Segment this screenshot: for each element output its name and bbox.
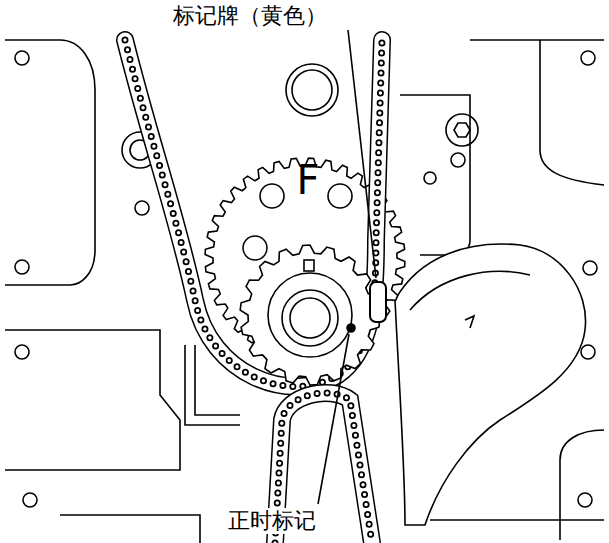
tensioner-arm [395, 244, 586, 525]
gear-hole [243, 236, 267, 260]
hex-bolt [454, 123, 470, 137]
hub [268, 273, 352, 357]
pulley [292, 70, 332, 110]
bolt-hole [578, 493, 592, 507]
bolt-hole [23, 493, 37, 507]
chain-link [125, 40, 382, 386]
bolt-hole [581, 345, 595, 359]
bolt-hole [424, 172, 436, 184]
housing-outline [400, 95, 470, 255]
bolt-hole [451, 153, 465, 167]
housing-outline [60, 515, 200, 543]
chain-link [125, 40, 382, 386]
callout-label: 正时标记 [225, 508, 319, 534]
timing-dot [347, 324, 355, 332]
pulley [286, 64, 338, 116]
bolt-hole [581, 51, 595, 65]
hub [290, 298, 330, 338]
gear-hole [328, 184, 352, 208]
housing-outline [5, 40, 95, 285]
crank-sprocket [240, 245, 380, 385]
tensioner-arm [410, 271, 530, 310]
bolt-hole [15, 51, 29, 65]
bolt-hole [15, 345, 29, 359]
chain-link [125, 40, 382, 386]
hub [282, 290, 338, 346]
bolt-hole [583, 261, 597, 275]
hex-bolt [446, 114, 478, 146]
mark-plate [370, 282, 386, 322]
housing-outline [470, 40, 604, 185]
gear-hole [260, 184, 284, 208]
chain-link [125, 40, 382, 386]
tensioner-mark [465, 316, 474, 328]
timing-chain [125, 40, 382, 543]
bolt-hole [15, 260, 29, 274]
gear-letter: F [296, 158, 319, 202]
leader-line [348, 30, 376, 278]
bolt-hole [135, 201, 149, 215]
key [304, 260, 314, 271]
leader-line [318, 334, 349, 504]
callout-label: 标记牌（黄色） [170, 3, 330, 29]
housing-outline [5, 330, 180, 470]
